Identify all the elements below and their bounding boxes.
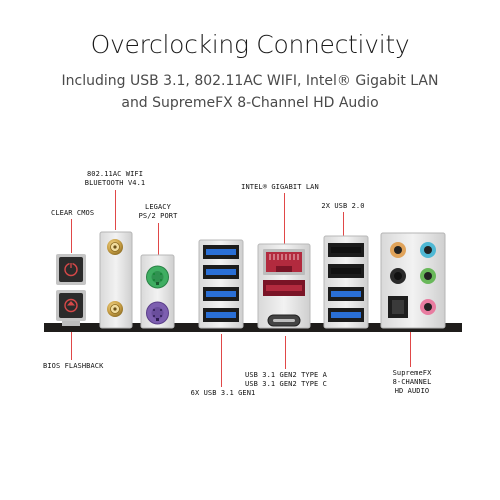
rj45-port-icon[interactable] <box>263 249 305 275</box>
wifi-callout-line <box>115 190 116 230</box>
legacy-ps2-label-line1: LEGACY <box>145 203 171 211</box>
audio-jack-icon[interactable] <box>420 242 436 258</box>
page-subtitle-line2: and SupremeFX 8-Channel HD Audio <box>121 95 379 111</box>
audio-jack-icon[interactable] <box>420 268 436 284</box>
antenna-connector-icon[interactable] <box>107 301 123 317</box>
io-panel-base <box>44 323 462 332</box>
page-title: Overclocking Connectivity <box>90 30 410 59</box>
audio-label-line1: SupremeFX <box>392 369 432 377</box>
usb-a-port-icon[interactable] <box>263 280 305 296</box>
bios-flashback-callout-line <box>71 326 72 360</box>
legacy-ps2-label-line2: PS/2 PORT <box>138 212 178 220</box>
bios-flashback-button[interactable] <box>56 290 86 321</box>
audio-label: SupremeFX 8-CHANNEL HD AUDIO <box>382 369 442 396</box>
legacy-ps2-label: LEGACY PS/2 PORT <box>133 203 183 221</box>
optical-port-icon[interactable] <box>388 296 408 318</box>
clear-cmos-callout-line <box>71 219 72 253</box>
usb-a-port-icon[interactable] <box>328 243 364 257</box>
audio-jack-icon[interactable] <box>390 268 406 284</box>
usb31-gen1-callout-line <box>221 334 222 387</box>
lan-callout-line <box>284 193 285 248</box>
button-icon <box>64 262 78 277</box>
usb20-label: 2X USB 2.0 <box>321 202 365 210</box>
usb-a-port-icon[interactable] <box>203 308 239 322</box>
audio-jack-icon[interactable] <box>420 299 436 315</box>
usb31-gen2-callout-line <box>285 336 286 369</box>
usb31-gen2-label: USB 3.1 GEN2 TYPE A USB 3.1 GEN2 TYPE C <box>240 371 332 389</box>
intel-lan-label: INTEL® GIGABIT LAN <box>241 183 319 191</box>
usb31-gen1-label: 6X USB 3.1 GEN1 <box>190 389 256 397</box>
usb-a-port-icon[interactable] <box>203 265 239 279</box>
usb-a-port-icon[interactable] <box>203 287 239 301</box>
usb-a-port-icon[interactable] <box>328 287 364 301</box>
wifi-label-line2: BLUETOOTH V4.1 <box>84 179 146 187</box>
ps2-port-icon[interactable] <box>146 301 169 325</box>
wifi-label-line1: 802.11AC WIFI <box>86 170 144 178</box>
page-subtitle-line1: Including USB 3.1, 802.11AC WIFI, Intel®… <box>61 73 439 89</box>
antenna-connector-icon[interactable] <box>107 239 123 255</box>
clear-cmos-label: CLEAR CMOS <box>51 209 95 217</box>
usb31-gen2-label-line1: USB 3.1 GEN2 TYPE A <box>245 371 327 379</box>
usb-a-port-icon[interactable] <box>328 308 364 322</box>
ps2-port-icon[interactable] <box>146 265 169 289</box>
legacy-callout-line <box>158 223 159 263</box>
usb31-gen2-label-line2: USB 3.1 GEN2 TYPE C <box>245 380 327 388</box>
audio-jack-icon[interactable] <box>390 242 406 258</box>
wifi-antenna-module <box>99 231 133 329</box>
audio-label-line3: HD AUDIO <box>394 387 430 395</box>
usb-a-port-icon[interactable] <box>328 264 364 278</box>
usb20-callout-line <box>343 212 344 246</box>
button-icon <box>64 298 78 313</box>
audio-label-line2: 8-CHANNEL <box>392 378 432 386</box>
usb-a-port-icon[interactable] <box>203 245 239 259</box>
audio-callout-line <box>410 330 411 367</box>
usb-c-port-icon[interactable] <box>267 314 301 327</box>
clear-cmos-button[interactable] <box>56 254 86 285</box>
wifi-label: 802.11AC WIFI BLUETOOTH V4.1 <box>80 170 150 188</box>
bios-flashback-label: BIOS FLASHBACK <box>43 362 104 370</box>
